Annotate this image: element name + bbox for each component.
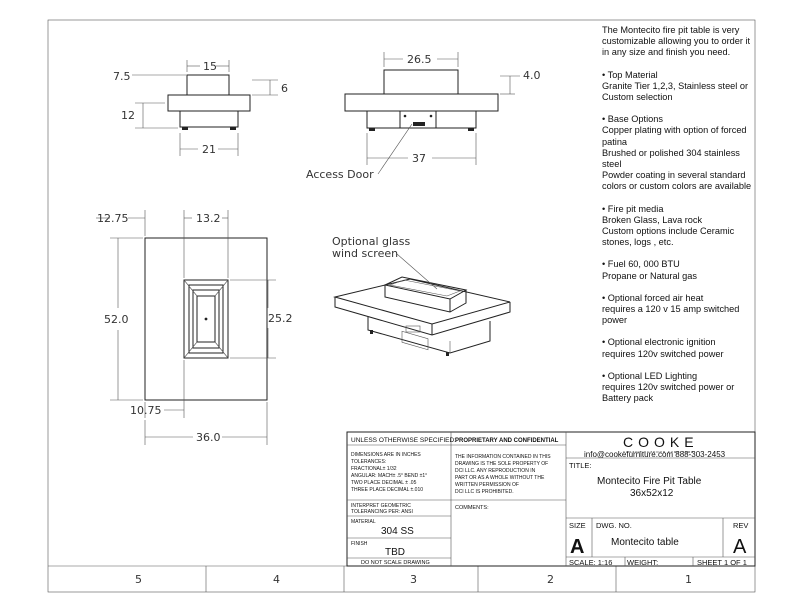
title-block: UNLESS OTHERWISE SPECIFIED: DIMENSIONS A… [346,431,756,567]
tb-proprietary-title: PROPRIETARY AND CONFIDENTIAL [455,438,559,444]
dim-10-75: 10.75 [130,404,162,417]
dim-52: 52.0 [104,313,129,326]
dim-12-75: 12.75 [97,212,129,225]
tb-contact: info@cookefurniture.com 888-303-2453 [584,450,726,459]
note-body: Granite Tier 1,2,3, Stainless steel or C… [602,80,749,103]
dim-25-2: 25.2 [268,312,293,325]
front-view: 26.5 4.0 37 Access Door [306,52,541,181]
tb-finish-label: FINISH [351,541,368,547]
drawing-border [47,19,756,593]
tb-rev-label: REV [733,521,748,530]
note-body: requires a 120 v 15 amp switched power [602,304,740,326]
tb-tol-3: ANGULAR: MACH± .5° BEND ±1° [351,473,427,479]
tb-prop-0: THE INFORMATION CONTAINED IN THIS [455,454,551,460]
note-title: • Optional forced air heat [602,292,704,303]
note-title: • Fuel 60, 000 BTU [602,259,680,270]
note-title: • Top Material [602,69,658,80]
tb-title-line2: 36x52x12 [630,488,674,499]
cooke-logo: COOKE [623,434,699,450]
tb-interpret-0: INTERPRET GEOMETRIC [351,503,411,509]
glass-label-line2: wind screen [332,247,398,260]
zone-5: 5 [135,573,142,586]
tb-comments: COMMENTS: [455,505,489,511]
tb-rev: A [733,536,747,558]
tb-prop-4: WRITTEN PERMISSION OF [455,482,519,488]
tb-size: A [570,536,584,558]
tb-sheet: SHEET 1 OF 1 [697,558,747,567]
zone-2: 2 [547,573,554,586]
tb-tol-1: TOLERANCES: [351,459,386,465]
note-title: • Optional electronic ignition [602,337,716,348]
note-title: • Base Options [602,114,663,125]
tb-weight: WEIGHT: [627,558,658,567]
tb-prop-1: DRAWING IS THE SOLE PROPERTY OF [455,461,548,467]
note-body: Brushed or polished 304 stainless steel [602,147,740,170]
tb-interpret-1: TOLERANCING PER: ANSI [351,509,413,515]
tb-prop-2: DCI LLC. ANY REPRODUCTION IN [455,468,536,474]
access-door-label: Access Door [306,168,374,181]
dim-15: 15 [203,60,217,73]
tb-tol-2: FRACTIONAL± 1/32 [351,466,397,472]
cooke-logo-sub: CUSTOM OUTDOOR FURNITURE [623,450,694,454]
dim-4: 4.0 [523,69,541,82]
dim-7-5: 7.5 [113,70,131,83]
note-body: Propane or Natural gas [602,270,697,281]
dim-21: 21 [202,143,216,156]
spec-notes: The Montecito fire pit table is very cus… [602,25,752,415]
note-body: Custom options include Ceramic stones, l… [602,226,735,248]
note-title: • Fire pit media [602,203,664,214]
zone-4: 4 [273,573,280,586]
tb-tol-4: TWO PLACE DECIMAL ± .05 [351,480,417,486]
dim-13-2: 13.2 [196,212,221,225]
tb-dwg: Montecito table [611,537,679,548]
dim-36: 36.0 [196,431,221,444]
tb-prop-3: PART OR AS A WHOLE WITHOUT THE [455,475,545,481]
tb-finish: TBD [385,547,405,558]
tb-prop-5: DCI LLC IS PROHIBITED. [455,489,514,495]
note-body: Broken Glass, Lava rock [602,214,703,225]
top-view: 12.75 13.2 52.0 25.2 10.75 36.0 [96,210,293,445]
note-body: requires 120v switched power [602,348,724,359]
side-view: 15 7.5 6 12 21 [113,60,288,156]
tb-do-not-scale: DO NOT SCALE DRAWING [361,560,430,566]
tb-material-label: MATERIAL [351,519,376,525]
tb-scale: SCALE: 1:16 [569,558,612,567]
tb-tol-0: DIMENSIONS ARE IN INCHES [351,452,421,458]
tb-dwg-label: DWG. NO. [596,521,632,530]
tb-size-label: SIZE [569,521,586,530]
dim-37: 37 [412,152,426,165]
zone-1: 1 [685,573,692,586]
dim-6: 6 [281,82,288,95]
isometric-view: Optional glass wind screen [332,235,511,356]
tb-title-line1: Montecito Fire Pit Table [597,476,702,487]
tb-tol-5: THREE PLACE DECIMAL ±.010 [351,487,423,493]
note-body: Copper plating with option of forced pat… [602,125,747,147]
tb-material: 304 SS [381,526,414,537]
notes-intro: The Montecito fire pit table is very cus… [602,25,751,58]
tb-title-label: TITLE: [569,461,592,470]
note-body: requires 120v switched power or Battery … [602,382,735,404]
note-title: • Optional LED Lighting [602,370,698,381]
dim-12: 12 [121,109,135,122]
dim-26-5: 26.5 [407,53,432,66]
tb-unless: UNLESS OTHERWISE SPECIFIED: [351,437,456,444]
zone-3: 3 [410,573,417,586]
note-body: Powder coating in several standard color… [602,170,752,192]
glass-label-line1: Optional glass [332,235,411,248]
